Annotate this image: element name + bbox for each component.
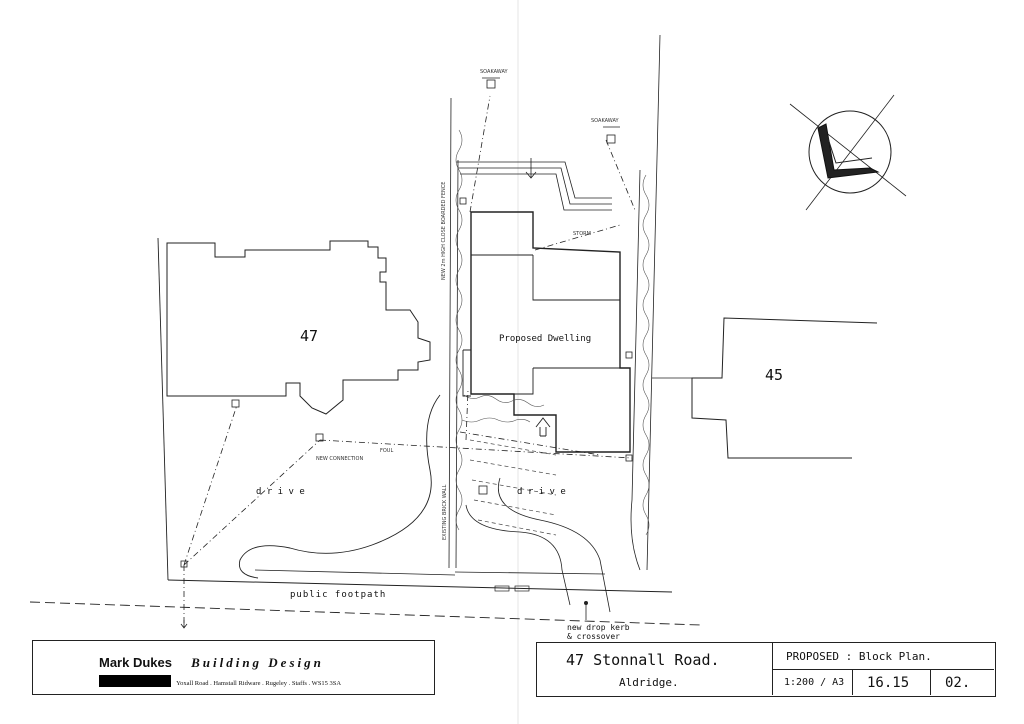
boundary-west (157, 237, 169, 581)
storm-label: STORM (573, 231, 591, 237)
footpath-label: public footpath (290, 590, 387, 600)
firm-address: Yoxall Road . Hamstall Ridware . Rugeley… (176, 680, 342, 687)
drawing-number: 02. (945, 675, 971, 691)
drive-label-left: d r i v e (256, 487, 305, 497)
plot-47-label: 47 (300, 327, 319, 345)
house-47-outline (166, 240, 431, 415)
drawing-number-cell: 02. (931, 670, 994, 695)
drawing-title-cell: PROPOSED : Block Plan. (773, 643, 994, 670)
scale-cell: 1:200 / A3 (773, 670, 853, 695)
designer-title-block: Mark Dukes Building Design Yoxall Road .… (32, 640, 435, 695)
drop-kerb-line-1: new drop kerb (567, 623, 630, 632)
soakaway-label-1: SOAKAWAY (480, 69, 508, 75)
drive-label-right: d r i v e (517, 487, 566, 497)
footpath-back-edge (167, 579, 673, 593)
firm-name: Mark Dukes (99, 655, 172, 670)
kerb-line-left (254, 569, 456, 576)
foul-label: FOUL (380, 448, 394, 454)
drive-curve (465, 477, 611, 613)
project-name: 47 Stonnall Road. (566, 651, 720, 669)
scale-value: 1:200 / A3 (784, 677, 845, 688)
address-redaction (99, 674, 171, 687)
proposed-dwelling-label: Proposed Dwelling (499, 334, 592, 344)
plot-boundary-west (448, 97, 459, 569)
firm-address-line: Yoxall Road . Hamstall Ridware . Rugeley… (99, 670, 341, 689)
fence-note: NEW 2m HIGH CLOSE BOARDED FENCE (441, 181, 447, 280)
soakaway-label-2: SOAKAWAY (591, 118, 619, 124)
wall-note: EXISTING BRICK WALL (442, 484, 448, 540)
job-number-cell: 16.15 (853, 670, 931, 695)
drop-kerb-label: new drop kerb & crossover (567, 623, 630, 641)
north-point-icon (789, 94, 907, 211)
drawing-title: PROPOSED : Block Plan. (786, 650, 932, 663)
front-garden-curve (238, 394, 441, 579)
firm-heading: Mark Dukes Building Design (99, 652, 324, 671)
entrance-arrow (535, 417, 551, 437)
house-45-outline (691, 317, 878, 459)
drop-kerb-line-2: & crossover (567, 632, 620, 641)
proposed-dwelling-outline (470, 211, 631, 453)
footpath-front-edge (29, 601, 701, 626)
plot-45-label: 45 (765, 366, 784, 384)
drawing-title-block: 47 Stonnall Road. Aldridge. PROPOSED : B… (536, 642, 996, 697)
drainage-runs (183, 95, 636, 628)
firm-subtitle: Building Design (191, 655, 324, 670)
new-connection-label: NEW CONNECTION (316, 456, 364, 462)
project-cell: 47 Stonnall Road. Aldridge. (537, 643, 773, 695)
job-number: 16.15 (867, 675, 910, 691)
project-location: Aldridge. (619, 676, 679, 689)
plot-boundary-east (630, 34, 661, 571)
